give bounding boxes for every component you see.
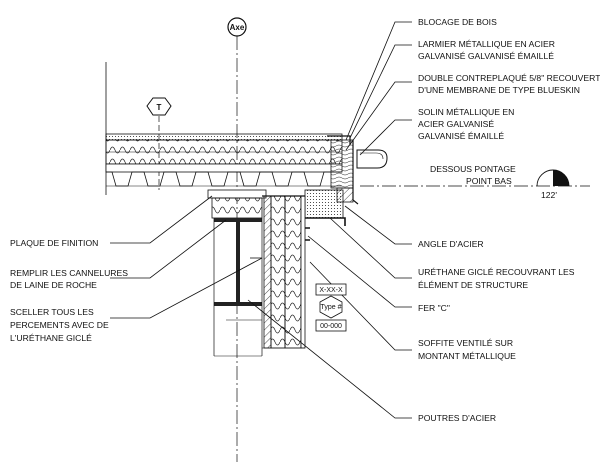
type-tag-top: X-XX-X bbox=[319, 287, 343, 294]
label-urethane-2: ÉLÉMENT DE STRUCTURE bbox=[418, 280, 528, 290]
label-soffit-2: MONTANT MÉTALLIQUE bbox=[418, 351, 516, 361]
t-marker bbox=[146, 97, 172, 116]
label-plywood-2: D'UNE MEMBRANE DE TYPE BLUESKIN bbox=[418, 85, 580, 95]
roof-assembly bbox=[105, 133, 343, 187]
exterior-wall bbox=[262, 195, 306, 349]
label-drip-edge-2: GALVANISÉ GALVANISÉ ÉMAILLÉ bbox=[418, 51, 554, 61]
label-low-point: POINT BAS bbox=[466, 176, 512, 186]
label-deck-underside: DESSOUS PONTAGE bbox=[430, 164, 516, 174]
label-rock-wool-1: REMPLIR LES CANNELURES bbox=[10, 268, 128, 278]
t-label: T bbox=[157, 103, 162, 112]
label-steel-beams: POUTRES D'ACIER bbox=[418, 413, 496, 423]
spray-urethane-block bbox=[304, 189, 344, 219]
label-flashing-1: SOLIN MÉTALLIQUE EN bbox=[418, 107, 514, 117]
label-seal-2: PERCEMENTS AVEC DE bbox=[10, 320, 109, 330]
label-flashing-3: GALVANISÉ ÉMAILLÉ bbox=[418, 131, 504, 141]
axe-label: Axe bbox=[230, 23, 245, 32]
label-seal-3: L'URÉTHANE GICLÉ bbox=[10, 333, 92, 343]
leader-lines bbox=[110, 21, 412, 419]
label-wood-blocking: BLOCAGE DE BOIS bbox=[418, 17, 497, 27]
label-c-channel: FER "C" bbox=[418, 303, 450, 313]
elevation-marker-fill bbox=[553, 170, 569, 186]
rock-wool-fill bbox=[211, 197, 263, 219]
type-tag: X-XX-X Type # 00-000 bbox=[315, 283, 347, 332]
label-soffit-1: SOFFITE VENTILÉ SUR bbox=[418, 338, 513, 348]
type-tag-bottom: 00-000 bbox=[320, 323, 342, 330]
label-seal-1: SCELLER TOUS LES bbox=[10, 307, 94, 317]
axe-marker bbox=[227, 17, 247, 37]
label-flashing-2: ACIER GALVANISÉ bbox=[418, 119, 494, 129]
steel-beam bbox=[213, 218, 263, 357]
label-urethane-1: URÉTHANE GICLÉ RECOUVRANT LES bbox=[418, 267, 575, 277]
label-plywood-1: DOUBLE CONTREPLAQUÉ 5/8" RECOUVERT bbox=[418, 73, 600, 83]
label-drip-edge-1: LARMIER MÉTALLIQUE EN ACIER bbox=[418, 39, 555, 49]
elevation-value: 122' bbox=[541, 190, 557, 200]
label-finishing-plate: PLAQUE DE FINITION bbox=[10, 238, 98, 248]
steel-angle bbox=[303, 217, 346, 226]
gutter bbox=[356, 149, 388, 169]
type-tag-middle: Type # bbox=[320, 304, 341, 311]
finishing-plate bbox=[207, 189, 267, 199]
label-steel-angle: ANGLE D'ACIER bbox=[418, 239, 484, 249]
label-rock-wool-2: DE LAINE DE ROCHE bbox=[10, 280, 97, 290]
